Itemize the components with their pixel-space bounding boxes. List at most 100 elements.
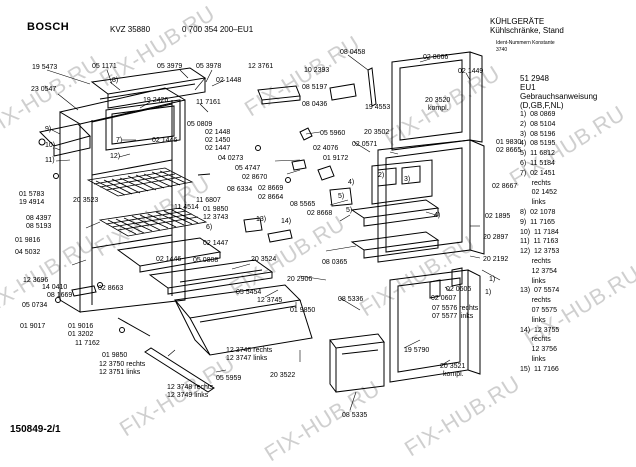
part-label: 02 0607 [431, 295, 457, 302]
callout-10: 10) [45, 142, 56, 149]
part-label: 02 8667 [492, 183, 518, 190]
part-label: 07 5576 rechts [432, 305, 479, 312]
part-label: 02 8666 [423, 54, 449, 61]
part-label: 12 3751 links [99, 369, 141, 376]
legend-line: links [520, 316, 546, 324]
legend-line: Gebrauchsanweisung [520, 92, 598, 101]
legend-line: links [520, 199, 546, 207]
door-main [377, 139, 485, 263]
part-label: 07 5577 links [432, 313, 474, 320]
drawer-cover [148, 259, 274, 295]
part-label: 23 0547 [31, 86, 57, 93]
door-flap-compartment [371, 159, 433, 205]
part-label: 02 1448 [205, 129, 231, 136]
part-label: 02 8663 [98, 285, 124, 292]
part-label: 20 3521 [440, 363, 466, 370]
part-label: 02 8669 [258, 185, 284, 192]
callout-7: 7) [116, 137, 123, 144]
part-label: 12 3761 [248, 63, 274, 70]
part-label: 20 2897 [483, 234, 509, 241]
bottle-holder [329, 333, 385, 393]
legend-line: 12) 12 3753 [520, 248, 560, 256]
part-label: 02 8665 [496, 147, 522, 154]
part-label: 02 1448 [216, 77, 242, 84]
legend-line: 7) 02 1451 [520, 169, 556, 177]
legend-line: rechts [520, 257, 551, 265]
part-label: 12 3696 [23, 277, 49, 284]
part-label: 12 3749 links [167, 392, 209, 399]
part-label: 19 2426 [143, 97, 169, 104]
part-label: 08 5565 [290, 201, 316, 208]
legend-line: 1) 08 0869 [520, 111, 556, 118]
part-label: 01 9016 [68, 323, 94, 330]
part-label: 11 4514 [174, 204, 199, 211]
legend-line: 2) 08 5104 [520, 120, 556, 128]
callout-2: 2) [378, 172, 385, 179]
legend-line: EU1 [520, 83, 536, 92]
part-label: 14 0410 [42, 284, 68, 291]
part-label: 01 9850 [203, 206, 229, 213]
callout-4: 4) [434, 212, 441, 219]
part-label: 11 7161 [196, 99, 221, 106]
exploded-parts-drawing [38, 51, 501, 411]
callout-5: 5) [338, 193, 345, 200]
model-number: KVZ 35880 [110, 25, 151, 34]
small-fittings [38, 138, 293, 333]
legend-line: 13) 07 5574 [520, 287, 560, 295]
part-label: 20 2906 [287, 276, 313, 283]
part-label: 05 3979 [157, 63, 183, 70]
part-label: 08 5335 [342, 412, 368, 419]
legend-line: 12 3754 [520, 267, 557, 275]
part-label: 01 9017 [20, 323, 46, 330]
legend-line: 9) 11 7165 [520, 218, 555, 226]
legend-line: (D,GB,F,NL) [520, 101, 564, 110]
callout-6: 6) [206, 224, 213, 231]
legend-line: 07 5575 [520, 306, 557, 314]
part-label: 02 0606 [446, 286, 472, 293]
part-label: 12 3746 rechts [226, 347, 273, 354]
footnote-legend: 51 2948 EU1 Gebrauchsanweisung (D,GB,F,N… [520, 74, 630, 375]
legend-line: rechts [520, 336, 551, 344]
part-label: 19 5790 [404, 347, 430, 354]
category-title: KÜHLGERÄTE [490, 17, 545, 26]
part-label: 04 5032 [15, 249, 41, 256]
part-label: 12 3745 [257, 297, 283, 304]
part-label: 04 0273 [218, 155, 244, 162]
part-label: 05 0734 [22, 302, 48, 309]
callout-14: 14) [281, 218, 292, 225]
part-label: 02 8664 [258, 194, 284, 201]
cabinet-body [59, 87, 186, 313]
part-label: 12 3747 links [226, 355, 268, 362]
part-label: 08 5197 [302, 84, 328, 91]
legend-line: 02 1452 [520, 189, 557, 197]
part-label: 11 6807 [196, 197, 221, 204]
part-label: kompl. [443, 371, 464, 378]
part-label: 08 0458 [340, 49, 366, 56]
callout-11: 11) [45, 157, 55, 164]
part-label: 08 4397 [26, 215, 52, 222]
legend-line: 10) 11 7184 [520, 228, 559, 236]
part-label: 05 5960 [320, 130, 346, 137]
part-label: kompl. [428, 105, 449, 112]
part-label: 20 3523 [73, 197, 99, 204]
drawer-rails [117, 317, 215, 393]
part-label: 08 5336 [338, 296, 364, 303]
part-label: 05 3978 [196, 63, 222, 70]
door-shelves [329, 187, 440, 259]
part-label: 01 9816 [15, 237, 41, 244]
part-label: 19 4553 [365, 104, 391, 111]
legend-line: 3) 08 5196 [520, 130, 556, 138]
legend-line: 6) 11 5184 [520, 159, 555, 167]
part-label: 08 5193 [26, 223, 52, 230]
callout-8: 8) [112, 77, 119, 84]
callout-12: 12) [110, 153, 121, 160]
part-label: 01 3202 [68, 331, 94, 338]
part-label: 08 6334 [227, 186, 253, 193]
legend-line: 8) 02 1078 [520, 208, 556, 216]
legend-line: links [520, 277, 546, 285]
legend-line: 15) 11 7166 [520, 365, 559, 373]
legend-line: 5) 11 6812 [520, 150, 555, 158]
wire-shelf-lower [98, 207, 208, 237]
part-label: 19 5473 [32, 64, 58, 71]
part-label: 01 5783 [19, 191, 45, 198]
